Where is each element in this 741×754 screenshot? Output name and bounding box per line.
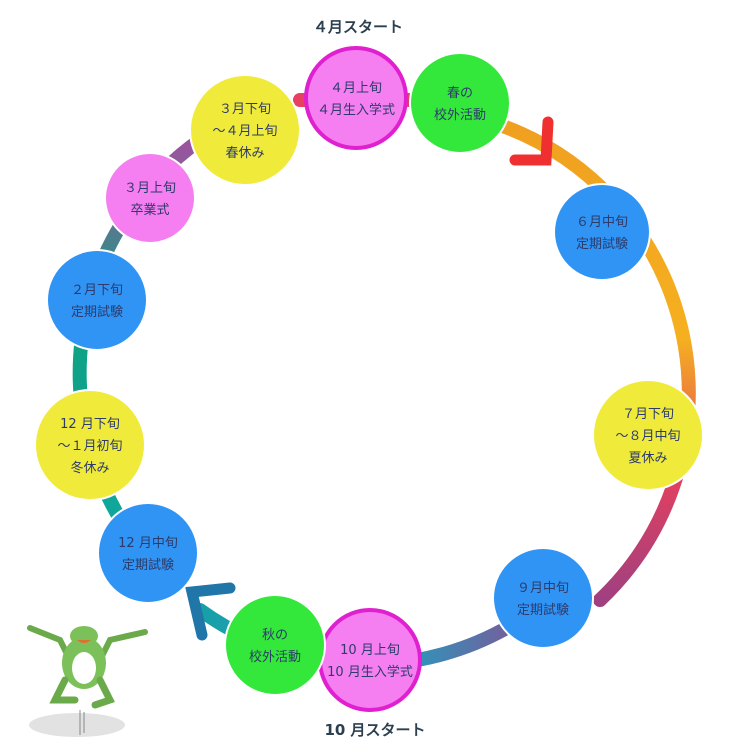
node-label: 冬休み (70, 460, 109, 476)
node-label: 校外活動 (434, 107, 486, 123)
start-label-april: ４月スタート (313, 18, 403, 36)
node-circle (304, 46, 408, 150)
node-circle (318, 608, 422, 712)
node-label: ４月生入学式 (317, 102, 395, 118)
node-label: 12 月下旬 (60, 417, 120, 432)
node-label: 春休み (225, 146, 264, 161)
frog-illustration (27, 625, 148, 737)
node-label: 定期試験 (71, 304, 123, 320)
start-label-october: 10 月スタート (324, 721, 425, 739)
blue-arrow-icon (185, 582, 236, 641)
node-circle (592, 379, 704, 491)
node-label: 秋の (262, 628, 288, 643)
node-label: 春の (447, 86, 473, 101)
node-label: 定期試験 (576, 236, 628, 252)
node-label: ３月上旬 (124, 181, 176, 196)
node-circle (189, 74, 301, 186)
node-circle (492, 547, 594, 649)
cycle-node: ４月上旬 ４月生入学式 (304, 46, 408, 150)
node-circle (224, 594, 326, 696)
node-circle (97, 502, 199, 604)
node-label: 校外活動 (249, 649, 301, 665)
node-circle (46, 249, 148, 351)
node-circle (104, 152, 196, 244)
node-label: 定期試験 (517, 602, 569, 618)
cycle-node: 10 月上旬 10 月生入学式 (318, 608, 422, 712)
node-label: 夏休み (628, 451, 667, 466)
red-arrow-icon (509, 116, 554, 166)
node-circle (34, 389, 146, 501)
node-label: ９月中旬 (517, 581, 569, 596)
node-label: 定期試験 (122, 557, 174, 573)
node-label: ６月中旬 (576, 215, 628, 230)
node-label: ～８月中旬 (615, 429, 680, 444)
node-label: 10 月生入学式 (327, 664, 413, 680)
node-circle (409, 52, 511, 154)
node-label: 10 月上旬 (340, 643, 400, 658)
node-label: ４月上旬 (330, 81, 382, 96)
node-circle (553, 183, 651, 281)
node-label: 卒業式 (130, 202, 169, 218)
node-label: ２月下旬 (71, 283, 123, 298)
node-label: ～１月初旬 (57, 439, 122, 454)
node-label: 12 月中旬 (118, 536, 178, 551)
node-label: ～４月上旬 (212, 124, 277, 139)
node-label: ３月下旬 (219, 102, 271, 117)
node-label: ７月下旬 (622, 407, 674, 422)
